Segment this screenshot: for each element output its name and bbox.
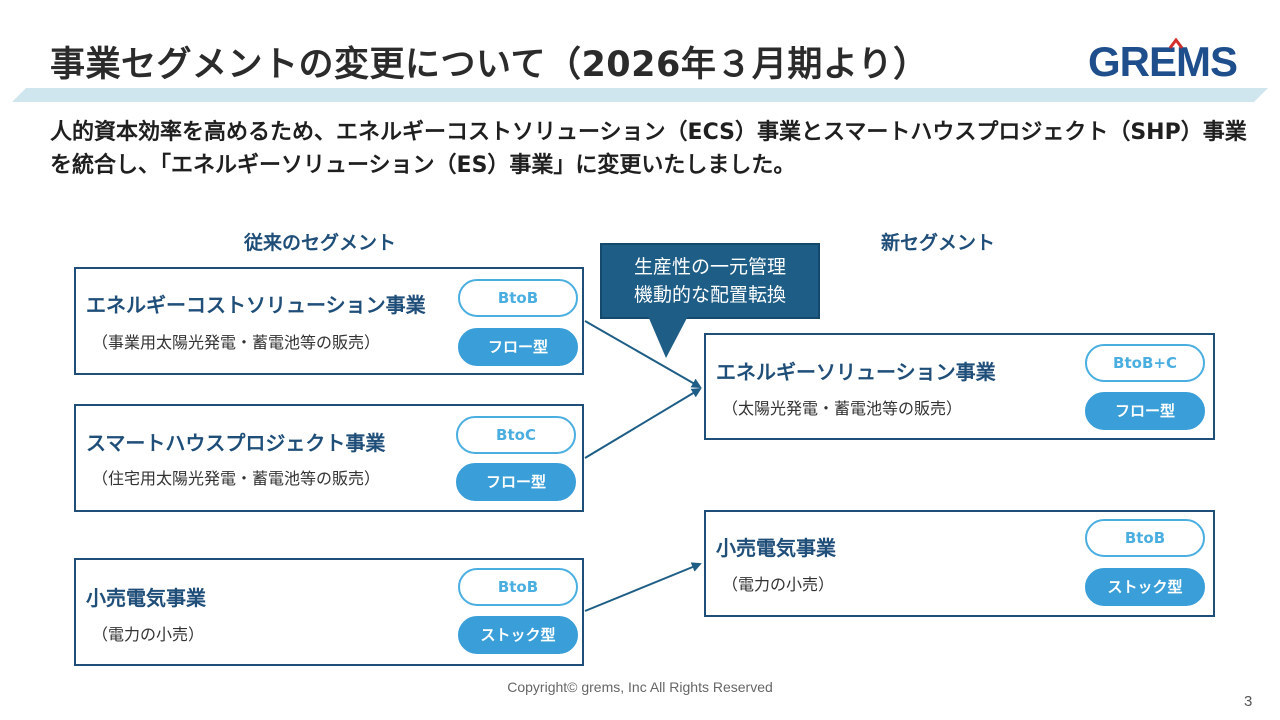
logo-accent-icon — [1168, 38, 1184, 49]
revenue-model-badge: フロー型 — [458, 328, 578, 366]
logo-text: GREMS — [1088, 38, 1238, 85]
target-badge: BtoB+C — [1085, 344, 1205, 382]
old-segment-retail-electricity: 小売電気事業 （電力の小売） BtoB ストック型 — [74, 558, 584, 666]
callout-line-1: 生産性の一元管理 — [633, 256, 786, 278]
old-segment-heading: 従来のセグメント — [244, 232, 397, 254]
target-badge: BtoC — [456, 416, 576, 454]
new-segment-heading: 新セグメント — [881, 232, 996, 254]
target-badge: BtoB — [458, 279, 578, 317]
revenue-model-badge: フロー型 — [1085, 392, 1205, 430]
callout-pointer — [648, 316, 688, 358]
new-segment-es: エネルギーソリューション事業 （太陽光発電・蓄電池等の販売） BtoB+C フロ… — [704, 333, 1215, 440]
arrow-retail-to-retail — [584, 562, 702, 612]
title-divider-bar — [12, 88, 1268, 102]
segment-description: （電力の小売） — [722, 575, 835, 594]
lead-paragraph: 人的資本効率を高めるため、エネルギーコストソリューション（ECS）事業とスマート… — [50, 120, 1247, 178]
segment-description: （事業用太陽光発電・蓄電池等の販売） — [92, 333, 381, 352]
page-number: 3 — [1244, 693, 1253, 710]
segment-description: （電力の小売） — [92, 625, 205, 644]
segment-name: エネルギーコストソリューション事業 — [86, 293, 426, 317]
segment-description: （住宅用太陽光発電・蓄電池等の販売） — [92, 469, 381, 488]
revenue-model-badge: ストック型 — [458, 616, 578, 654]
page-title: 事業セグメントの変更について（2026年３月期より） — [50, 45, 929, 85]
copyright-footer: Copyright© grems, Inc All Rights Reserve… — [507, 679, 773, 695]
segment-description: （太陽光発電・蓄電池等の販売） — [722, 399, 963, 418]
target-badge: BtoB — [458, 568, 578, 606]
callout-box: 生産性の一元管理 機動的な配置転換 — [600, 243, 820, 319]
old-segment-ecs: エネルギーコストソリューション事業 （事業用太陽光発電・蓄電池等の販売） Bto… — [74, 267, 584, 375]
segment-name: スマートハウスプロジェクト事業 — [86, 431, 386, 455]
arrow-shp-to-es — [584, 387, 702, 459]
segment-name: 小売電気事業 — [716, 536, 836, 560]
revenue-model-badge: ストック型 — [1085, 568, 1205, 606]
new-segment-retail-electricity: 小売電気事業 （電力の小売） BtoB ストック型 — [704, 510, 1215, 617]
revenue-model-badge: フロー型 — [456, 463, 576, 501]
callout-line-2: 機動的な配置転換 — [633, 284, 786, 306]
segment-name: エネルギーソリューション事業 — [716, 360, 996, 384]
segment-name: 小売電気事業 — [86, 586, 206, 610]
target-badge: BtoB — [1085, 519, 1205, 557]
grems-logo: GREMS — [1088, 38, 1258, 86]
old-segment-shp: スマートハウスプロジェクト事業 （住宅用太陽光発電・蓄電池等の販売） BtoC … — [74, 404, 584, 512]
